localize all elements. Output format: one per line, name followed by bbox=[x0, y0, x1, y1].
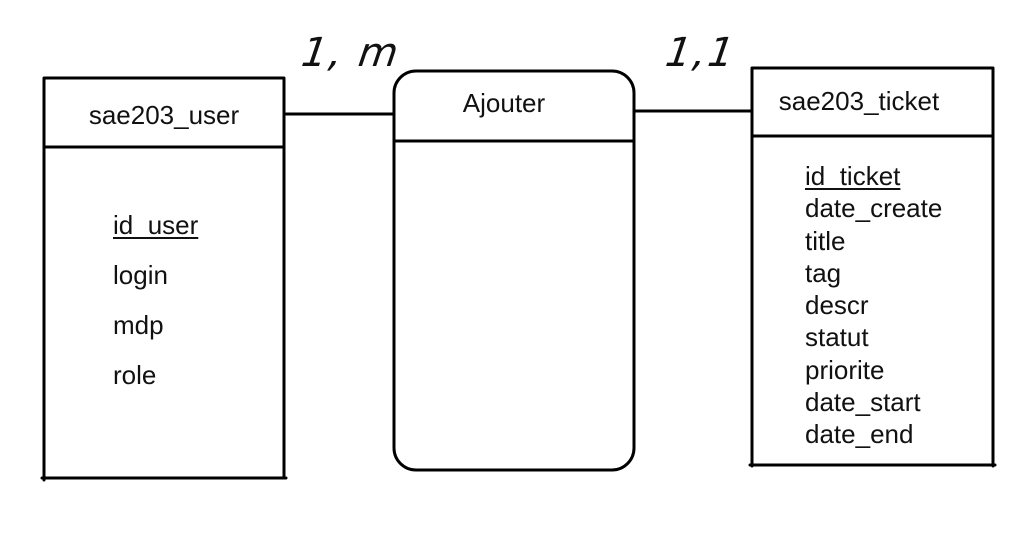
user-side-cardinality: 1, m bbox=[298, 30, 404, 76]
ticket-attribute: title bbox=[805, 225, 846, 256]
ticket-primary-key: id_ticket bbox=[805, 161, 901, 191]
user-entity-title: sae203_user bbox=[88, 100, 240, 130]
user-attribute-list: id_user login mdp role bbox=[113, 200, 198, 400]
ticket-side-cardinality: 1,1 bbox=[662, 30, 739, 76]
ticket-entity-title: sae203_ticket bbox=[778, 86, 940, 116]
association-frame bbox=[392, 69, 636, 472]
user-entity-frame bbox=[40, 76, 288, 482]
ticket-attribute: tag bbox=[805, 257, 842, 288]
ticket-attribute: priorite bbox=[805, 354, 885, 385]
ticket-attribute: descr bbox=[805, 290, 869, 321]
association-title: Ajouter bbox=[462, 88, 546, 118]
ticket-entity-frame bbox=[748, 66, 997, 468]
ticket-attribute: date_end bbox=[805, 419, 914, 450]
user-attribute: login bbox=[113, 260, 168, 290]
ticket-attribute: date_start bbox=[805, 387, 921, 418]
ticket-attribute: date_create bbox=[805, 193, 943, 224]
user-primary-key: id_user bbox=[113, 210, 199, 240]
ticket-attribute-list: id_ticket date_create title tag descr st… bbox=[805, 160, 942, 451]
user-attribute: role bbox=[113, 360, 157, 390]
ticket-attribute: statut bbox=[805, 322, 869, 353]
user-attribute: mdp bbox=[113, 310, 164, 340]
